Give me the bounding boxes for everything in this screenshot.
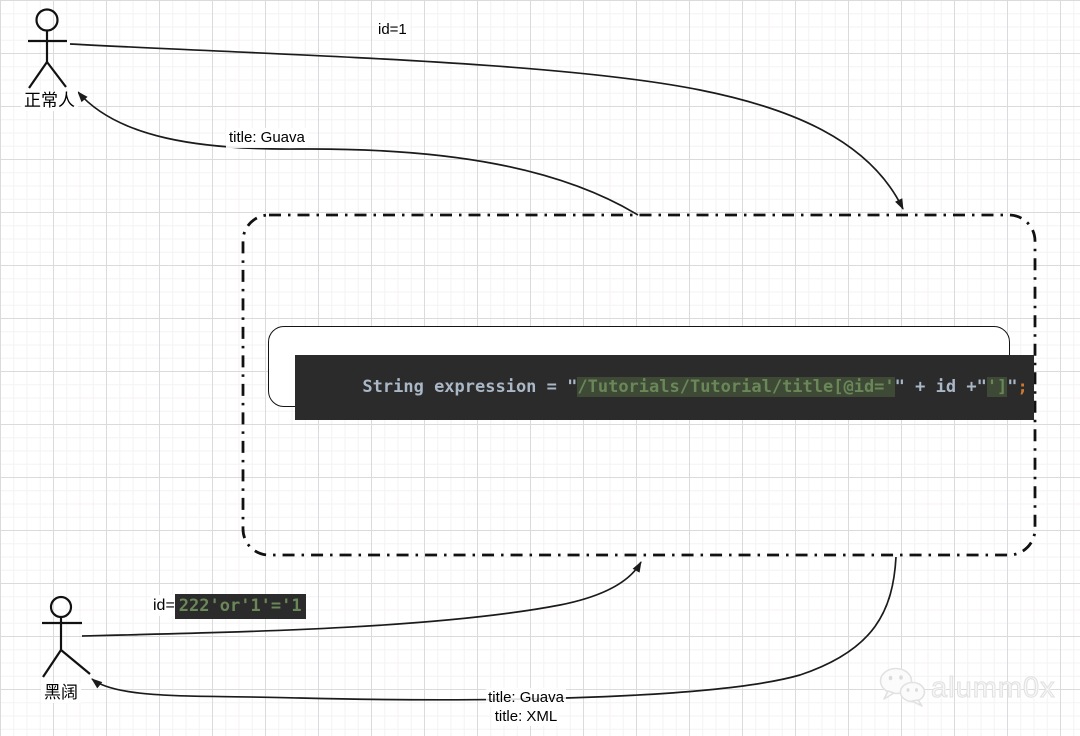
hacker-request-payload: 222'or'1'='1 (174, 594, 306, 619)
label-normal-response: title: Guava (226, 128, 308, 148)
code-segment: " (894, 377, 905, 397)
watermark-text: alumm0x (931, 671, 1056, 704)
code-segment: " (1007, 377, 1018, 397)
server-boundary-box (241, 213, 1037, 557)
label-hacker-response: title: Guava title: XML (450, 688, 602, 726)
code-segment-semicolon: ; (1017, 377, 1028, 397)
wechat-icon (879, 667, 926, 707)
code-segment: String expression = (362, 377, 568, 397)
code-panel: String expression = "/Tutorials/Tutorial… (268, 326, 1034, 420)
arrow-normal-response (77, 91, 639, 216)
code-line: String expression = "/Tutorials/Tutorial… (295, 355, 1034, 420)
hacker-request-prefix: id= (151, 595, 175, 616)
code-segment: + id + (904, 377, 977, 397)
code-segment: " (567, 377, 578, 397)
actor-label-normal-user: 正常人 (21, 91, 78, 111)
code-segment-string: '] (986, 377, 1008, 397)
arrow-normal-request (69, 43, 904, 210)
actor-head (49, 595, 73, 619)
actor-label-hacker: 黑阔 (41, 683, 81, 703)
label-normal-request: id=1 (375, 20, 410, 40)
hacker-response-line1: title: Guava (486, 688, 566, 707)
arrow-hacker-response (91, 556, 897, 701)
hacker-response-line2: title: XML (492, 707, 560, 726)
label-hacker-request: id=222'or'1'='1 (151, 594, 306, 619)
arrow-hacker-request (81, 561, 642, 637)
code-segment-string: /Tutorials/Tutorial/title[@id=' (577, 377, 895, 397)
watermark: alumm0x (878, 666, 1056, 710)
stick-figure-normal-user (28, 8, 67, 89)
stick-figure-hacker (42, 595, 91, 678)
actor-head (35, 8, 59, 32)
code-segment: " (976, 377, 987, 397)
